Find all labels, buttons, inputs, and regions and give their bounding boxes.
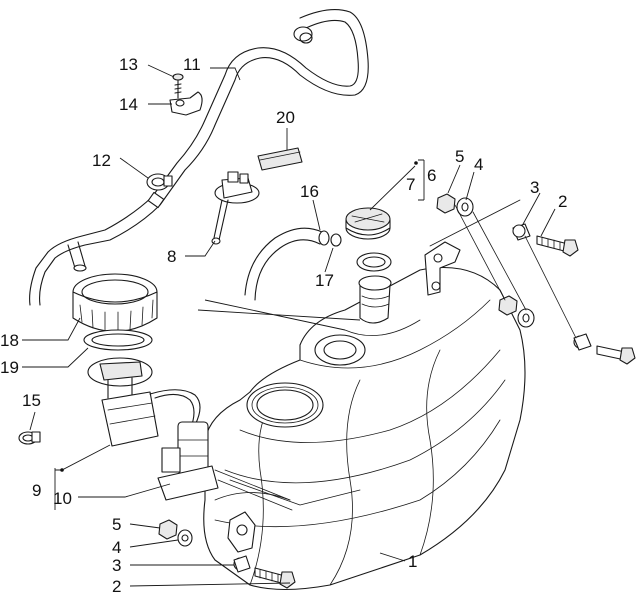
screw-and-bracket: [169, 73, 203, 116]
callout-11: 11: [183, 55, 201, 74]
breather-hose: [29, 9, 369, 306]
upper-mounting-hardware: [429, 193, 636, 365]
hose-clamp: [146, 173, 173, 191]
small-clamp: [18, 431, 41, 445]
callout-3: 3: [530, 178, 539, 197]
lower-mounting-hardware: [158, 519, 296, 589]
leader-lines: [22, 64, 556, 587]
callout-18: 18: [0, 331, 19, 350]
callout-numbers: 1 2 3 4 5 6 7 8 9 10 11 12 13 14 15 16 1…: [0, 55, 567, 594]
callout-4: 4: [474, 155, 483, 174]
callout-10: 10: [53, 489, 72, 508]
callout-2-bottom: 2: [112, 577, 121, 594]
callout-3-bottom: 3: [112, 556, 121, 575]
callout-4-bottom: 4: [112, 538, 121, 557]
callout-9: 9: [32, 481, 41, 500]
fuel-cap: [345, 207, 392, 272]
fuel-level-sender: [211, 171, 260, 245]
callout-5-bottom: 5: [112, 515, 121, 534]
callout-17: 17: [315, 271, 334, 290]
callout-12: 12: [92, 151, 111, 170]
callout-5: 5: [455, 147, 464, 166]
callout-6: 6: [427, 166, 436, 185]
callout-2: 2: [558, 192, 567, 211]
fuel-tank: [203, 241, 526, 591]
callout-7: 7: [406, 175, 415, 194]
fuel-pump-assembly: [72, 273, 219, 501]
callout-14: 14: [119, 95, 138, 114]
callout-1: 1: [408, 552, 417, 571]
callout-19: 19: [0, 358, 19, 377]
callout-15: 15: [22, 391, 41, 410]
short-hose: [244, 227, 330, 301]
callout-13: 13: [119, 55, 138, 74]
callout-20: 20: [276, 108, 295, 127]
callout-16: 16: [300, 182, 319, 201]
small-seal-ring: [330, 233, 342, 247]
callout-8: 8: [167, 247, 176, 266]
